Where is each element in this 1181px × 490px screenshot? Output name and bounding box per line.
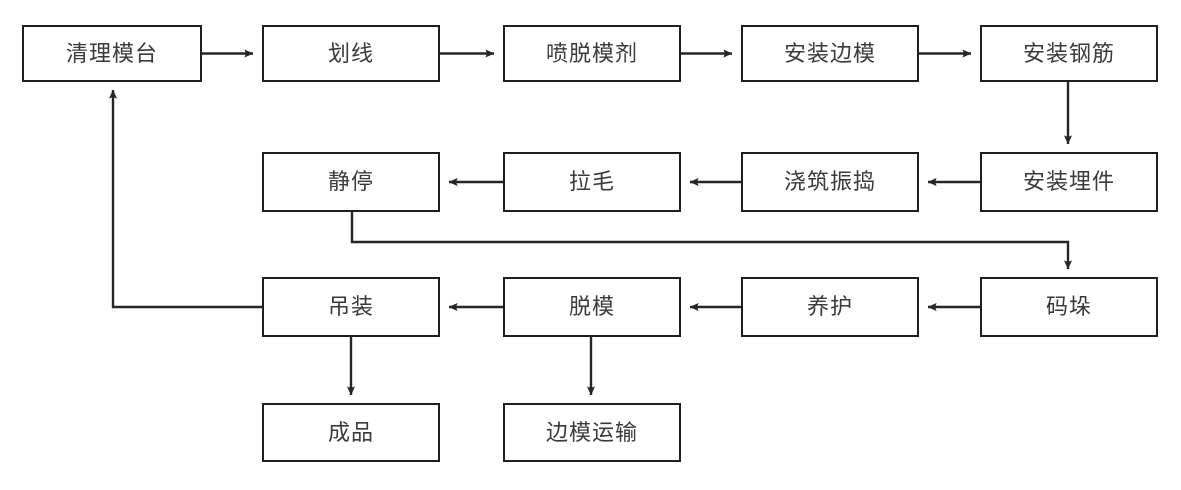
node-diaozhuang[interactable]: 吊装 [262, 277, 440, 337]
node-yanghu[interactable]: 养护 [741, 277, 919, 337]
edge-diaozhuang-to-qinglimotai-feedback [109, 89, 262, 309]
node-label: 安装钢筋 [1022, 40, 1115, 66]
node-label: 安装边模 [783, 40, 876, 66]
node-anzhuangbianmo[interactable]: 安装边模 [741, 25, 919, 82]
node-lamao[interactable]: 拉毛 [503, 152, 681, 212]
node-label: 划线 [327, 40, 374, 66]
node-label: 码垛 [1045, 294, 1092, 319]
node-label: 吊装 [327, 294, 374, 319]
node-anzhuanggangjin[interactable]: 安装钢筋 [980, 25, 1158, 82]
node-label: 安装埋件 [1022, 169, 1115, 194]
node-label: 喷脱模剂 [545, 40, 638, 66]
node-anzhuangmaijian[interactable]: 安装埋件 [980, 152, 1158, 212]
node-label: 边模运输 [545, 419, 638, 445]
node-huaxian[interactable]: 划线 [262, 25, 440, 82]
node-bianmoyunshu[interactable]: 边模运输 [503, 403, 681, 462]
node-jiaozhuzhendao[interactable]: 浇筑振捣 [741, 152, 919, 212]
node-pentuomoji[interactable]: 喷脱模剂 [503, 25, 681, 82]
node-qinglimotai[interactable]: 清理模台 [22, 25, 202, 82]
edge-jingting-to-maduo [350, 212, 1072, 270]
node-chengpin[interactable]: 成品 [262, 403, 440, 462]
node-label: 拉毛 [568, 169, 615, 194]
node-label: 浇筑振捣 [783, 169, 876, 194]
node-tuomo[interactable]: 脱模 [503, 277, 681, 337]
node-label: 养护 [806, 294, 853, 319]
node-label: 清理模台 [65, 40, 158, 66]
node-jingting[interactable]: 静停 [262, 152, 440, 212]
node-label: 成品 [327, 419, 374, 445]
node-maduo[interactable]: 码垛 [980, 277, 1158, 337]
node-label: 脱模 [568, 294, 615, 319]
node-label: 静停 [327, 169, 374, 194]
